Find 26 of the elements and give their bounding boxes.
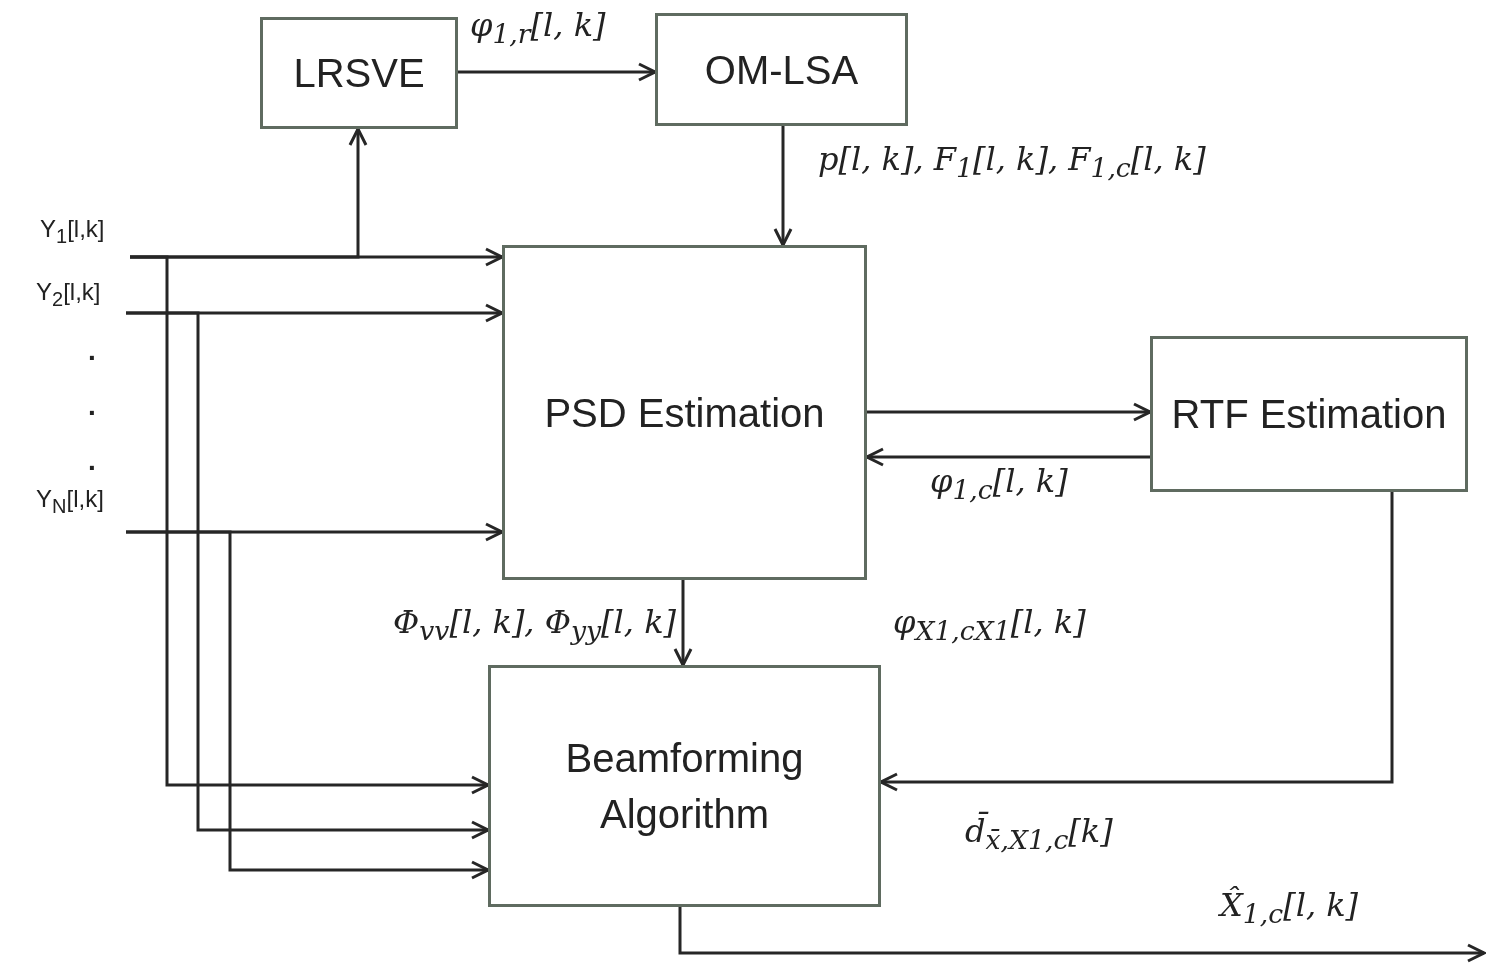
input-signal-label: Y$_{2}$[l,k]	[36, 278, 126, 311]
ellipsis-dot: .	[88, 390, 96, 422]
box-label: OM-LSA	[704, 46, 859, 94]
process-box	[488, 665, 881, 907]
arrow	[867, 402, 1152, 422]
arrow	[865, 447, 1150, 467]
arrow	[879, 492, 1394, 792]
arrow	[773, 126, 793, 247]
box-label: RTF Estimation	[1171, 391, 1447, 438]
process-box	[655, 13, 908, 126]
ellipsis-dot: .	[88, 335, 96, 367]
box-label: LRSVE	[293, 50, 425, 97]
arrow	[673, 580, 693, 667]
box-label: Beamforming Algorithm	[564, 735, 805, 838]
box-label: PSD Estimation	[544, 389, 825, 437]
arrow	[126, 311, 490, 840]
process-box	[1150, 336, 1468, 492]
process-box	[502, 245, 867, 580]
process-box	[260, 17, 458, 129]
arrow	[126, 530, 490, 880]
input-signal-label: Y$_{1}$[l,k]	[40, 215, 130, 248]
arrow	[678, 907, 1486, 963]
input-signal-label: Y$_{N}$[l,k]	[36, 485, 126, 518]
arrow	[130, 255, 490, 795]
ellipsis-dot: .	[88, 445, 96, 477]
arrow	[458, 62, 657, 82]
